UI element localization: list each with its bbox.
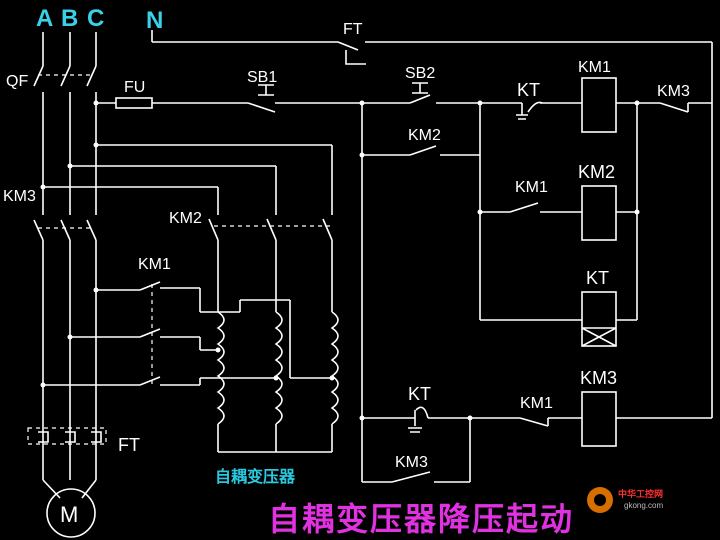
- phase-a-label: A: [36, 5, 53, 32]
- watermark-url: gkong.com: [624, 501, 663, 510]
- kt-contact2-label: KT: [408, 384, 431, 404]
- motor: [46, 488, 96, 538]
- km2-coil: [581, 185, 617, 241]
- km1-coil: [581, 77, 617, 133]
- sb1-label: SB1: [247, 69, 277, 86]
- km3-hold-label: KM3: [395, 454, 428, 471]
- main-circuit: QF FU KM3 KM2: [3, 32, 339, 538]
- phase-c-label: C: [87, 5, 104, 32]
- km1-aux-label: KM1: [515, 179, 548, 196]
- watermark-text: 中华工控网: [618, 488, 663, 500]
- ft-main-label: FT: [118, 435, 140, 455]
- km1-main-label: KM1: [138, 256, 171, 273]
- qf-label: QF: [6, 73, 28, 90]
- thermal-relay-ft: [27, 427, 107, 480]
- km3-coil-label: KM3: [580, 368, 617, 388]
- km2-main-label: KM2: [169, 210, 202, 227]
- km1-contact2-label: KM1: [520, 395, 553, 412]
- kt-coil: [581, 291, 617, 347]
- fu-label: FU: [124, 79, 145, 96]
- autotransformer-caption: 自耦变压器: [215, 467, 296, 486]
- autotransformer: [216, 311, 339, 453]
- watermark-logo: 中华工控网 gkong.com: [587, 487, 663, 513]
- km3-coil: [581, 391, 617, 447]
- diagram-title: 自耦变压器降压起动: [268, 500, 574, 538]
- phase-b-label: B: [61, 5, 78, 32]
- km3-main-label: KM3: [3, 188, 36, 205]
- phase-n-label: N: [146, 7, 163, 34]
- km2-coil-label: KM2: [578, 162, 615, 182]
- ft-ctrl-label: FT: [343, 21, 363, 38]
- kt-coil-label: KT: [586, 268, 609, 288]
- km2-aux-label: KM2: [408, 127, 441, 144]
- km1-coil-label: KM1: [578, 59, 611, 76]
- sb2-label: SB2: [405, 65, 435, 82]
- kt-contact-label: KT: [517, 80, 540, 100]
- km3-contact-label: KM3: [657, 83, 690, 100]
- control-circuit: FT SB1 SB2 KM2 KT KM1: [151, 21, 713, 483]
- motor-label: M: [60, 502, 78, 527]
- fuse-fu: [115, 97, 153, 109]
